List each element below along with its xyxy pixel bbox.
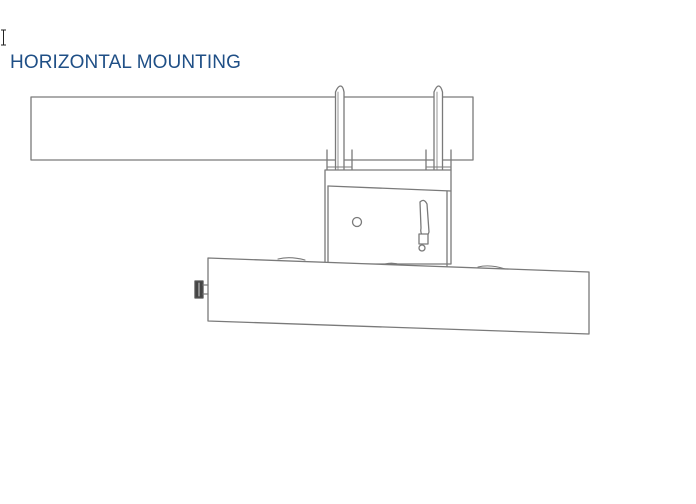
fixture-body — [207, 257, 590, 335]
section-heading: HORIZONTAL MOUNTING — [10, 52, 241, 73]
pipe — [30, 96, 474, 161]
u-bolt-left — [326, 85, 353, 171]
mounting-bracket — [324, 169, 452, 267]
bracket-pivot-hole — [351, 216, 363, 228]
u-bolt-right — [425, 85, 452, 171]
cable-connector — [194, 280, 209, 299]
bracket-adjust-slot — [418, 199, 430, 252]
text-cursor-icon — [1, 29, 6, 46]
